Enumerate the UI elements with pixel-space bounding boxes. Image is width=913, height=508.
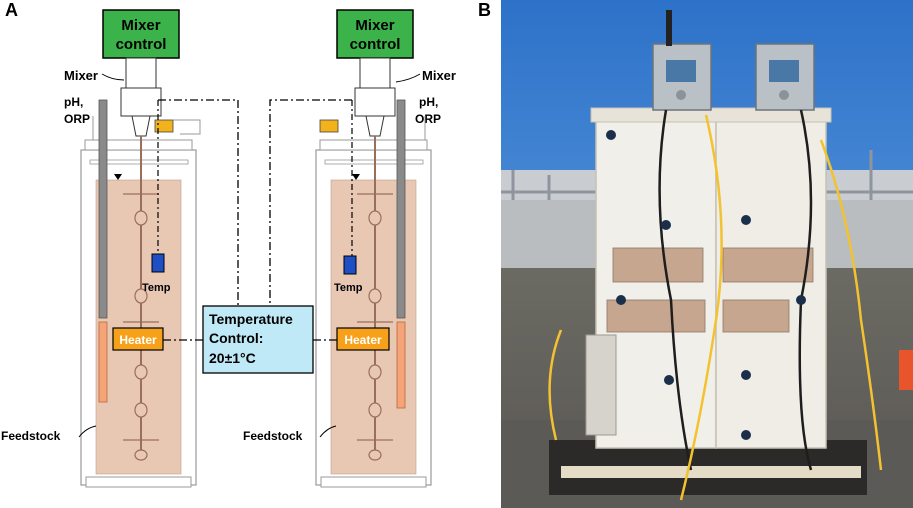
tank-ports [606,130,806,440]
left-probe-label-2: ORP [64,112,90,126]
left-mixer-control-label-2: control [116,36,167,53]
safety-cone [899,350,913,390]
right-probe-label-2: ORP [415,112,441,126]
controller-left [652,43,712,111]
right-heater-strip [396,321,406,409]
right-probe-label-1: pH, [419,95,438,109]
right-mixer-control-box [336,9,414,59]
right-temp-label: Temp [334,282,363,294]
right-heater-label: Heater [344,333,382,347]
left-probe-fitting [154,119,174,133]
right-probe-fitting [319,119,339,133]
left-mixer-label: Mixer [64,68,98,83]
right-feedstock-label: Feedstock [243,429,303,443]
left-temp-label: Temp [142,282,171,294]
left-heater-label: Heater [119,333,157,347]
left-reactor: Mixer control Mixer pH, ORP [1,9,201,488]
left-probe-label-1: pH, [64,95,83,109]
reactor-photo [501,0,913,508]
left-heater-strip [98,321,108,403]
right-temp-sensor [343,255,357,275]
control-wiring [158,99,352,341]
left-feedstock-label: Feedstock [1,429,61,443]
left-liquid [95,179,182,475]
left-mixer-control-label-1: Mixer [121,17,160,34]
reactor-schematic: Mixer control Mixer pH, ORP [1,9,456,488]
panel-label-a: A [5,0,18,20]
controller-right [755,43,815,111]
cables [548,109,883,501]
foil-insulation [606,247,814,333]
right-mixer-control-label-1: Mixer [355,17,394,34]
left-mixer-motor [125,57,157,89]
panel-label-b: B [478,0,491,20]
left-mixer-control-box [102,9,180,59]
left-ph-probe [98,99,108,319]
left-temp-sensor [151,253,165,273]
right-mixer-motor [359,57,391,89]
right-mixer-label: Mixer [422,68,456,83]
left-heater-box [112,327,164,351]
right-mixer-control-label-2: control [350,36,401,53]
right-reactor: Mixer control Mixer pH, ORP T [243,9,456,488]
temperature-control-label-2: Control: [209,330,263,346]
right-ph-probe [396,99,406,319]
temperature-control-box [202,305,314,374]
temperature-control-label-3: 20±1°C [209,350,256,366]
temperature-control-label-1: Temperature [209,311,293,327]
right-heater-box [336,327,390,351]
tank-right [715,117,827,449]
